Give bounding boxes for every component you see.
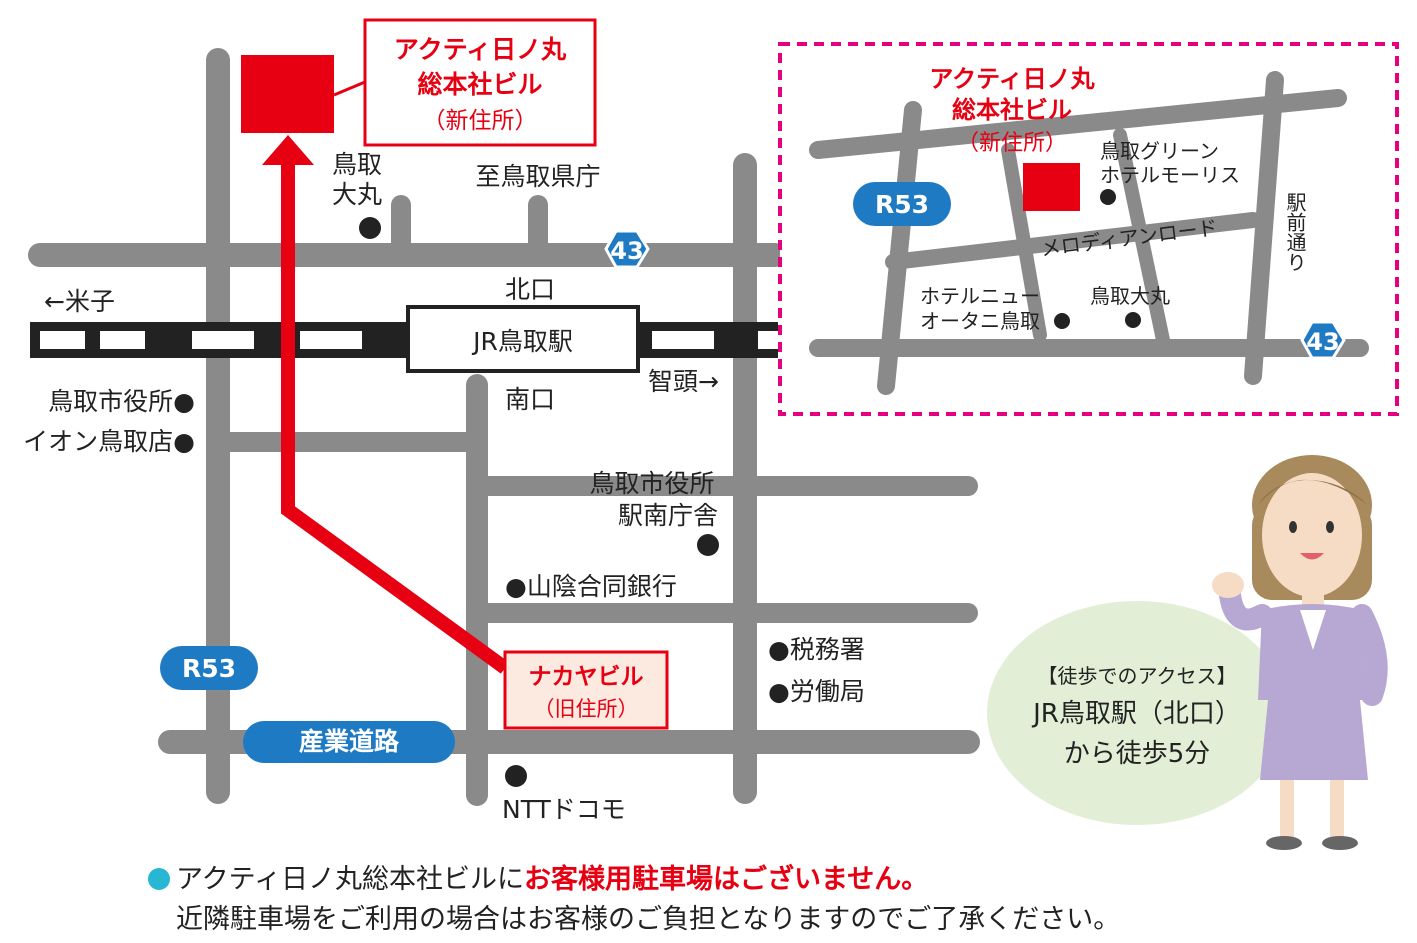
ntt-docomo-label: NTTドコモ	[502, 795, 626, 824]
inset-office-sub: （新住所）	[957, 131, 1067, 156]
note-line2: 近隣駐車場をご利用の場合はお客様のご負担となりますのでご了承ください。	[176, 904, 1121, 935]
railway	[30, 322, 778, 358]
route-43-shield: 43	[604, 229, 650, 269]
green-hotel-label-1: 鳥取グリーン	[1100, 139, 1219, 163]
note-prefix: アクティ日ノ丸総本社ビルに	[176, 864, 525, 895]
note-warning: お客様用駐車場はございません。	[524, 864, 929, 895]
access-line1: JR鳥取駅（北口）	[1031, 699, 1241, 729]
guide-illustration	[1212, 455, 1388, 850]
sangyo-road-sign: 産業道路	[243, 721, 455, 763]
inset-r53-shield: R53	[853, 182, 951, 226]
ntt-docomo-dot	[505, 765, 527, 787]
jr-tottori-station: JR鳥取駅	[406, 305, 640, 373]
svg-text:R53: R53	[875, 190, 929, 219]
city-hall-south-label-1: 鳥取市役所	[589, 469, 714, 498]
new-office-sub: （新住所）	[423, 108, 538, 134]
inset-office-marker	[1023, 163, 1080, 211]
bullet-icon	[148, 868, 170, 890]
ekimae-dori-label: 駅前通り	[1283, 192, 1307, 272]
route-r53-shield: R53	[160, 646, 258, 690]
new-otani-label-2: オータニ鳥取	[920, 309, 1040, 333]
route-r53-label: R53	[182, 654, 236, 683]
inset-office-title-1: アクティ日ノ丸	[929, 65, 1095, 93]
sanin-bank-label: ●山陰合同銀行	[505, 572, 677, 601]
new-office-callout: アクティ日ノ丸 総本社ビル （新住所）	[363, 18, 597, 147]
route-arrowhead	[262, 135, 314, 165]
station-label: JR鳥取駅	[471, 327, 573, 356]
green-hotel-dot	[1100, 189, 1116, 205]
north-exit-label: 北口	[505, 275, 555, 304]
new-office-title-1: アクティ日ノ丸	[394, 35, 566, 64]
inset-map: アクティ日ノ丸 総本社ビル （新住所） 鳥取グリーン ホテルモーリス メロディア…	[778, 42, 1399, 416]
city-hall-south-label-2: 駅南庁舎	[618, 501, 718, 530]
to-yonago-label: ←米子	[44, 287, 115, 316]
tax-office-label: ●税務署	[768, 635, 865, 664]
inset-daimaru-label: 鳥取大丸	[1090, 284, 1170, 308]
to-chizu-label: 智頭→	[648, 367, 719, 396]
daimaru-label-2: 大丸	[332, 180, 382, 209]
south-exit-label: 南口	[505, 385, 555, 414]
inset-43-shield: 43	[1300, 320, 1346, 360]
daimaru-dot	[359, 217, 381, 239]
access-line2: から徒歩5分	[1064, 739, 1211, 769]
labor-office-label: ●労働局	[768, 677, 865, 706]
access-heading: 【徒歩でのアクセス】	[1038, 664, 1237, 688]
city-hall-label: 鳥取市役所●	[48, 387, 195, 416]
daimaru-label-1: 鳥取	[332, 150, 382, 179]
to-prefectural-office: 至鳥取県庁	[475, 162, 600, 191]
old-office-callout: ナカヤビル （旧住所）	[503, 650, 669, 730]
inset-daimaru-dot	[1125, 312, 1141, 328]
green-hotel-label-2: ホテルモーリス	[1100, 163, 1240, 187]
old-office-sub: （旧住所）	[534, 697, 639, 721]
parking-note: アクティ日ノ丸総本社ビルにお客様用駐車場はございません。 近隣駐車場をご利用の場…	[148, 860, 1348, 940]
walking-route	[281, 160, 510, 674]
new-otani-dot	[1054, 313, 1070, 329]
new-office-marker	[241, 55, 334, 133]
new-otani-label-1: ホテルニュー	[920, 284, 1040, 308]
aeon-label: イオン鳥取店●	[23, 427, 195, 456]
inset-office-title-2: 総本社ビル	[952, 96, 1072, 124]
city-hall-south-dot	[697, 534, 719, 556]
sangyo-road-label: 産業道路	[299, 727, 400, 756]
new-office-title-2: 総本社ビル	[417, 70, 542, 99]
access-bubble: 【徒歩でのアクセス】 JR鳥取駅（北口） から徒歩5分	[987, 601, 1287, 825]
old-office-title: ナカヤビル	[529, 664, 644, 690]
route-43-label: 43	[610, 237, 643, 265]
svg-text:43: 43	[1306, 328, 1339, 356]
